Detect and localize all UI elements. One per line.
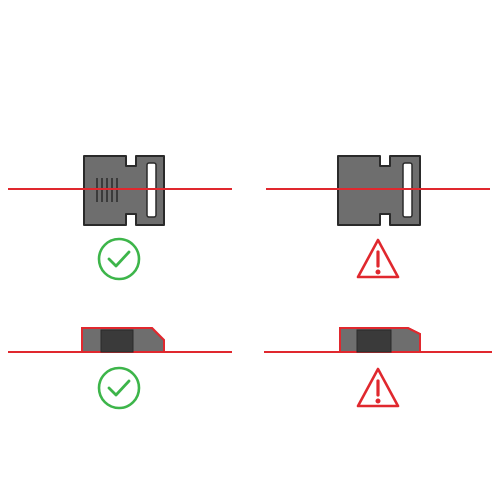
- buckle-side-center: [356, 329, 392, 353]
- warning-triangle-icon: [356, 238, 400, 279]
- check-circle-icon: [97, 366, 141, 410]
- buckle-side-outline: [339, 327, 421, 352]
- top-left-panel: [8, 155, 232, 281]
- buckle-side-view: [81, 327, 165, 353]
- buckle-top-view: [83, 155, 165, 226]
- check-circle-icon: [97, 237, 141, 281]
- buckle-side-outline: [81, 327, 165, 352]
- bottom-left-panel: [8, 327, 232, 410]
- top-right-panel: [266, 155, 490, 279]
- buckle-top-view: [337, 155, 421, 226]
- buckle-side-view: [339, 327, 421, 353]
- buckle-body: [83, 155, 165, 226]
- bottom-right-panel: [264, 327, 492, 408]
- buckle-body: [337, 155, 421, 226]
- buckle-side-center: [100, 329, 134, 353]
- warning-triangle-icon: [356, 367, 400, 408]
